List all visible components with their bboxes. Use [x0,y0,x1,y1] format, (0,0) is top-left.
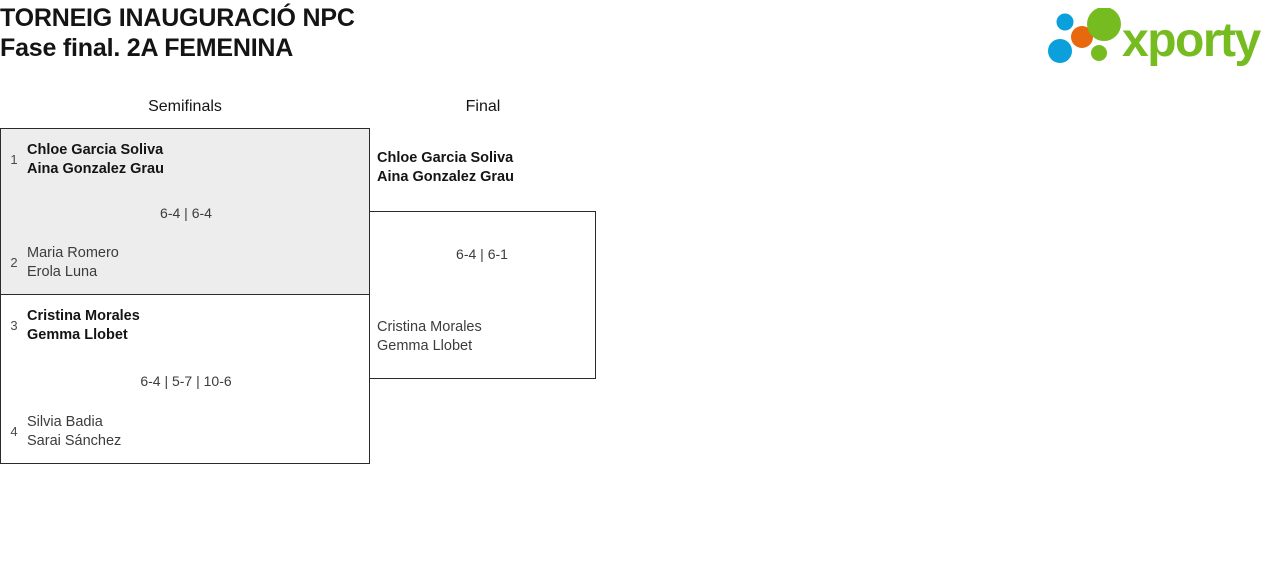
logo-dot-orange [1071,26,1093,48]
team-players: Maria Romero Erola Luna [27,244,119,282]
match-sf1-team-top[interactable]: 1 Chloe Garcia Soliva Aina Gonzalez Grau [1,141,369,179]
xporty-logo-svg: xporty [1048,8,1263,66]
player-name: Erola Luna [27,264,98,280]
logo-dot-green-small [1091,45,1107,61]
logo-dot-blue-small [1056,13,1074,31]
match-sf2-team-top[interactable]: 3 Cristina Morales Gemma Llobet [1,307,369,345]
xporty-logo[interactable]: xporty [1044,8,1272,66]
page-header: TORNEIG INAUGURACIÓ NPC Fase final. 2A F… [0,0,1280,80]
player-name: Sarai Sánchez [27,433,122,449]
team-players: Cristina Morales Gemma Llobet [27,307,140,345]
seed-number: 1 [10,152,18,167]
team-players: Chloe Garcia Soliva Aina Gonzalez Grau [27,141,164,179]
player-name: Chloe Garcia Soliva [27,142,164,158]
match-final-team-bottom[interactable]: Cristina Morales Gemma Llobet [377,318,482,356]
match-score: 6-4 | 6-1 [456,246,508,262]
player-name: Cristina Morales [377,319,482,335]
tournament-name: TORNEIG INAUGURACIÓ NPC [0,4,355,32]
player-name: Cristina Morales [27,308,140,324]
tournament-phase: Fase final. 2A FEMENINA [0,34,294,62]
team-players: Silvia Badia Sarai Sánchez [27,413,121,451]
match-semifinal-1[interactable]: 1 Chloe Garcia Soliva Aina Gonzalez Grau… [0,128,370,295]
logo-wordmark: xporty [1122,14,1262,66]
player-name: Gemma Llobet [377,338,473,354]
player-name: Aina Gonzalez Grau [27,161,164,177]
match-final[interactable] [369,211,596,379]
match-score: 6-4 | 6-4 [160,205,212,221]
match-semifinal-2[interactable]: 3 Cristina Morales Gemma Llobet 6-4 | 5-… [0,294,370,464]
match-sf2-team-bottom[interactable]: 4 Silvia Badia Sarai Sánchez [1,413,369,451]
player-name: Silvia Badia [27,414,103,430]
round-header-final: Final [465,98,501,115]
player-name: Chloe Garcia Soliva [377,150,514,166]
seed-number: 4 [10,424,18,439]
logo-dot-blue-large [1048,39,1072,63]
player-name: Aina Gonzalez Grau [377,169,514,185]
match-score: 6-4 | 5-7 | 10-6 [140,373,232,389]
player-name: Maria Romero [27,245,119,261]
logo-dot-green-large [1087,8,1121,41]
round-header-semifinals: Semifinals [148,98,222,115]
match-final-team-top[interactable]: Chloe Garcia Soliva Aina Gonzalez Grau [377,149,514,187]
tournament-title-block: TORNEIG INAUGURACIÓ NPC Fase final. 2A F… [0,0,355,63]
match-sf1-team-bottom[interactable]: 2 Maria Romero Erola Luna [1,244,369,282]
seed-number: 2 [10,255,18,270]
seed-number: 3 [10,318,18,333]
player-name: Gemma Llobet [27,327,128,343]
